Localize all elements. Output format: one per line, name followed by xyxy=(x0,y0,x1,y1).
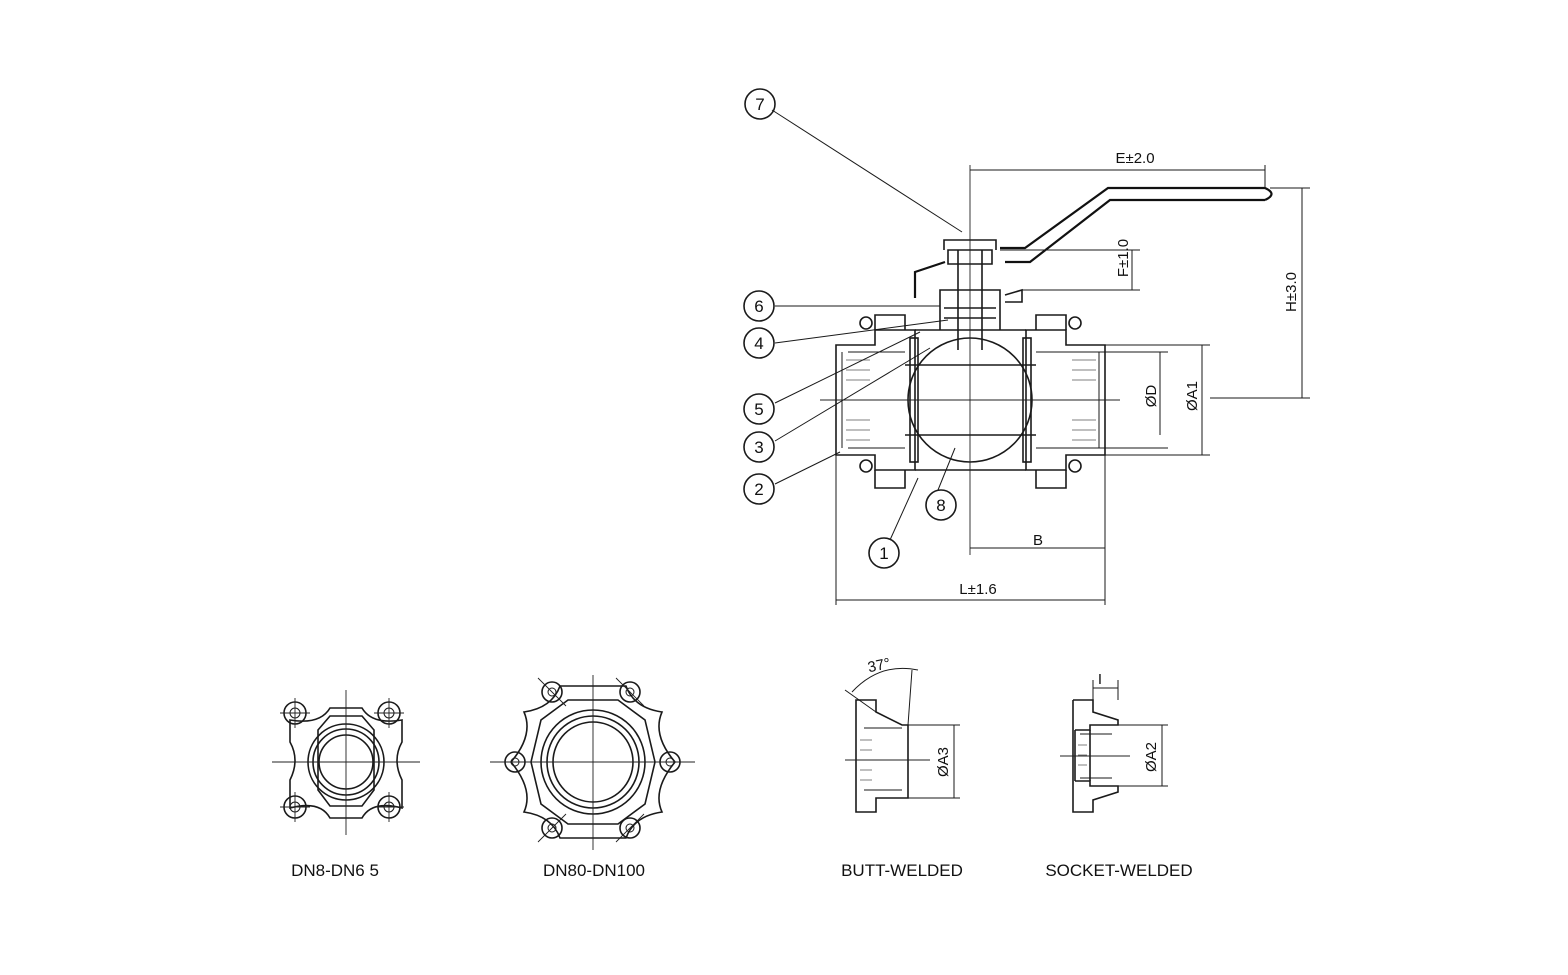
part-bubble-5: 5 xyxy=(743,393,775,425)
end-view-6-bolt xyxy=(490,675,695,850)
dim-e-label: E±2.0 xyxy=(1115,150,1154,167)
end-view-6-bolt-caption: DN80-DN100 xyxy=(543,861,645,880)
svg-text:4: 4 xyxy=(754,334,763,353)
socket-welded-depth: I xyxy=(1098,671,1102,688)
butt-welded-caption: BUTT-WELDED xyxy=(841,861,963,880)
part-bubble-2: 2 xyxy=(743,473,775,505)
dim-h-label: H±3.0 xyxy=(1283,272,1300,312)
part-bubble-3: 3 xyxy=(743,431,775,463)
butt-welded-detail xyxy=(844,667,960,813)
svg-text:1: 1 xyxy=(879,544,888,563)
end-view-4-bolt xyxy=(272,690,420,835)
svg-text:8: 8 xyxy=(936,496,945,515)
valve-section-view xyxy=(820,165,1310,605)
part-bubble-1: 1 xyxy=(868,537,900,569)
butt-welded-angle: 37° xyxy=(866,655,892,676)
dimension-lines xyxy=(836,169,1303,601)
butt-welded-dia: ØA3 xyxy=(935,747,952,777)
part-bubble-4: 4 xyxy=(743,327,775,359)
dim-b-label: B xyxy=(1033,532,1043,549)
svg-text:5: 5 xyxy=(754,400,763,419)
dim-d-label: ØD xyxy=(1143,385,1160,408)
svg-text:3: 3 xyxy=(754,438,763,457)
svg-text:7: 7 xyxy=(755,95,764,114)
part-bubble-8: 8 xyxy=(925,489,957,521)
dim-f-label: F±1.0 xyxy=(1115,239,1132,277)
svg-text:2: 2 xyxy=(754,480,763,499)
dim-l-label: L±1.6 xyxy=(959,581,996,598)
svg-text:6: 6 xyxy=(754,297,763,316)
part-bubble-6: 6 xyxy=(743,290,775,322)
socket-welded-dia: ØA2 xyxy=(1143,742,1160,772)
socket-welded-caption: SOCKET-WELDED xyxy=(1045,861,1192,880)
socket-welded-detail xyxy=(1060,680,1168,813)
dim-a1-label: ØA1 xyxy=(1184,381,1201,411)
leader-lines xyxy=(771,109,963,541)
part-bubble-7: 7 xyxy=(744,88,776,120)
end-view-4-bolt-caption: DN8-DN6 5 xyxy=(291,861,379,880)
